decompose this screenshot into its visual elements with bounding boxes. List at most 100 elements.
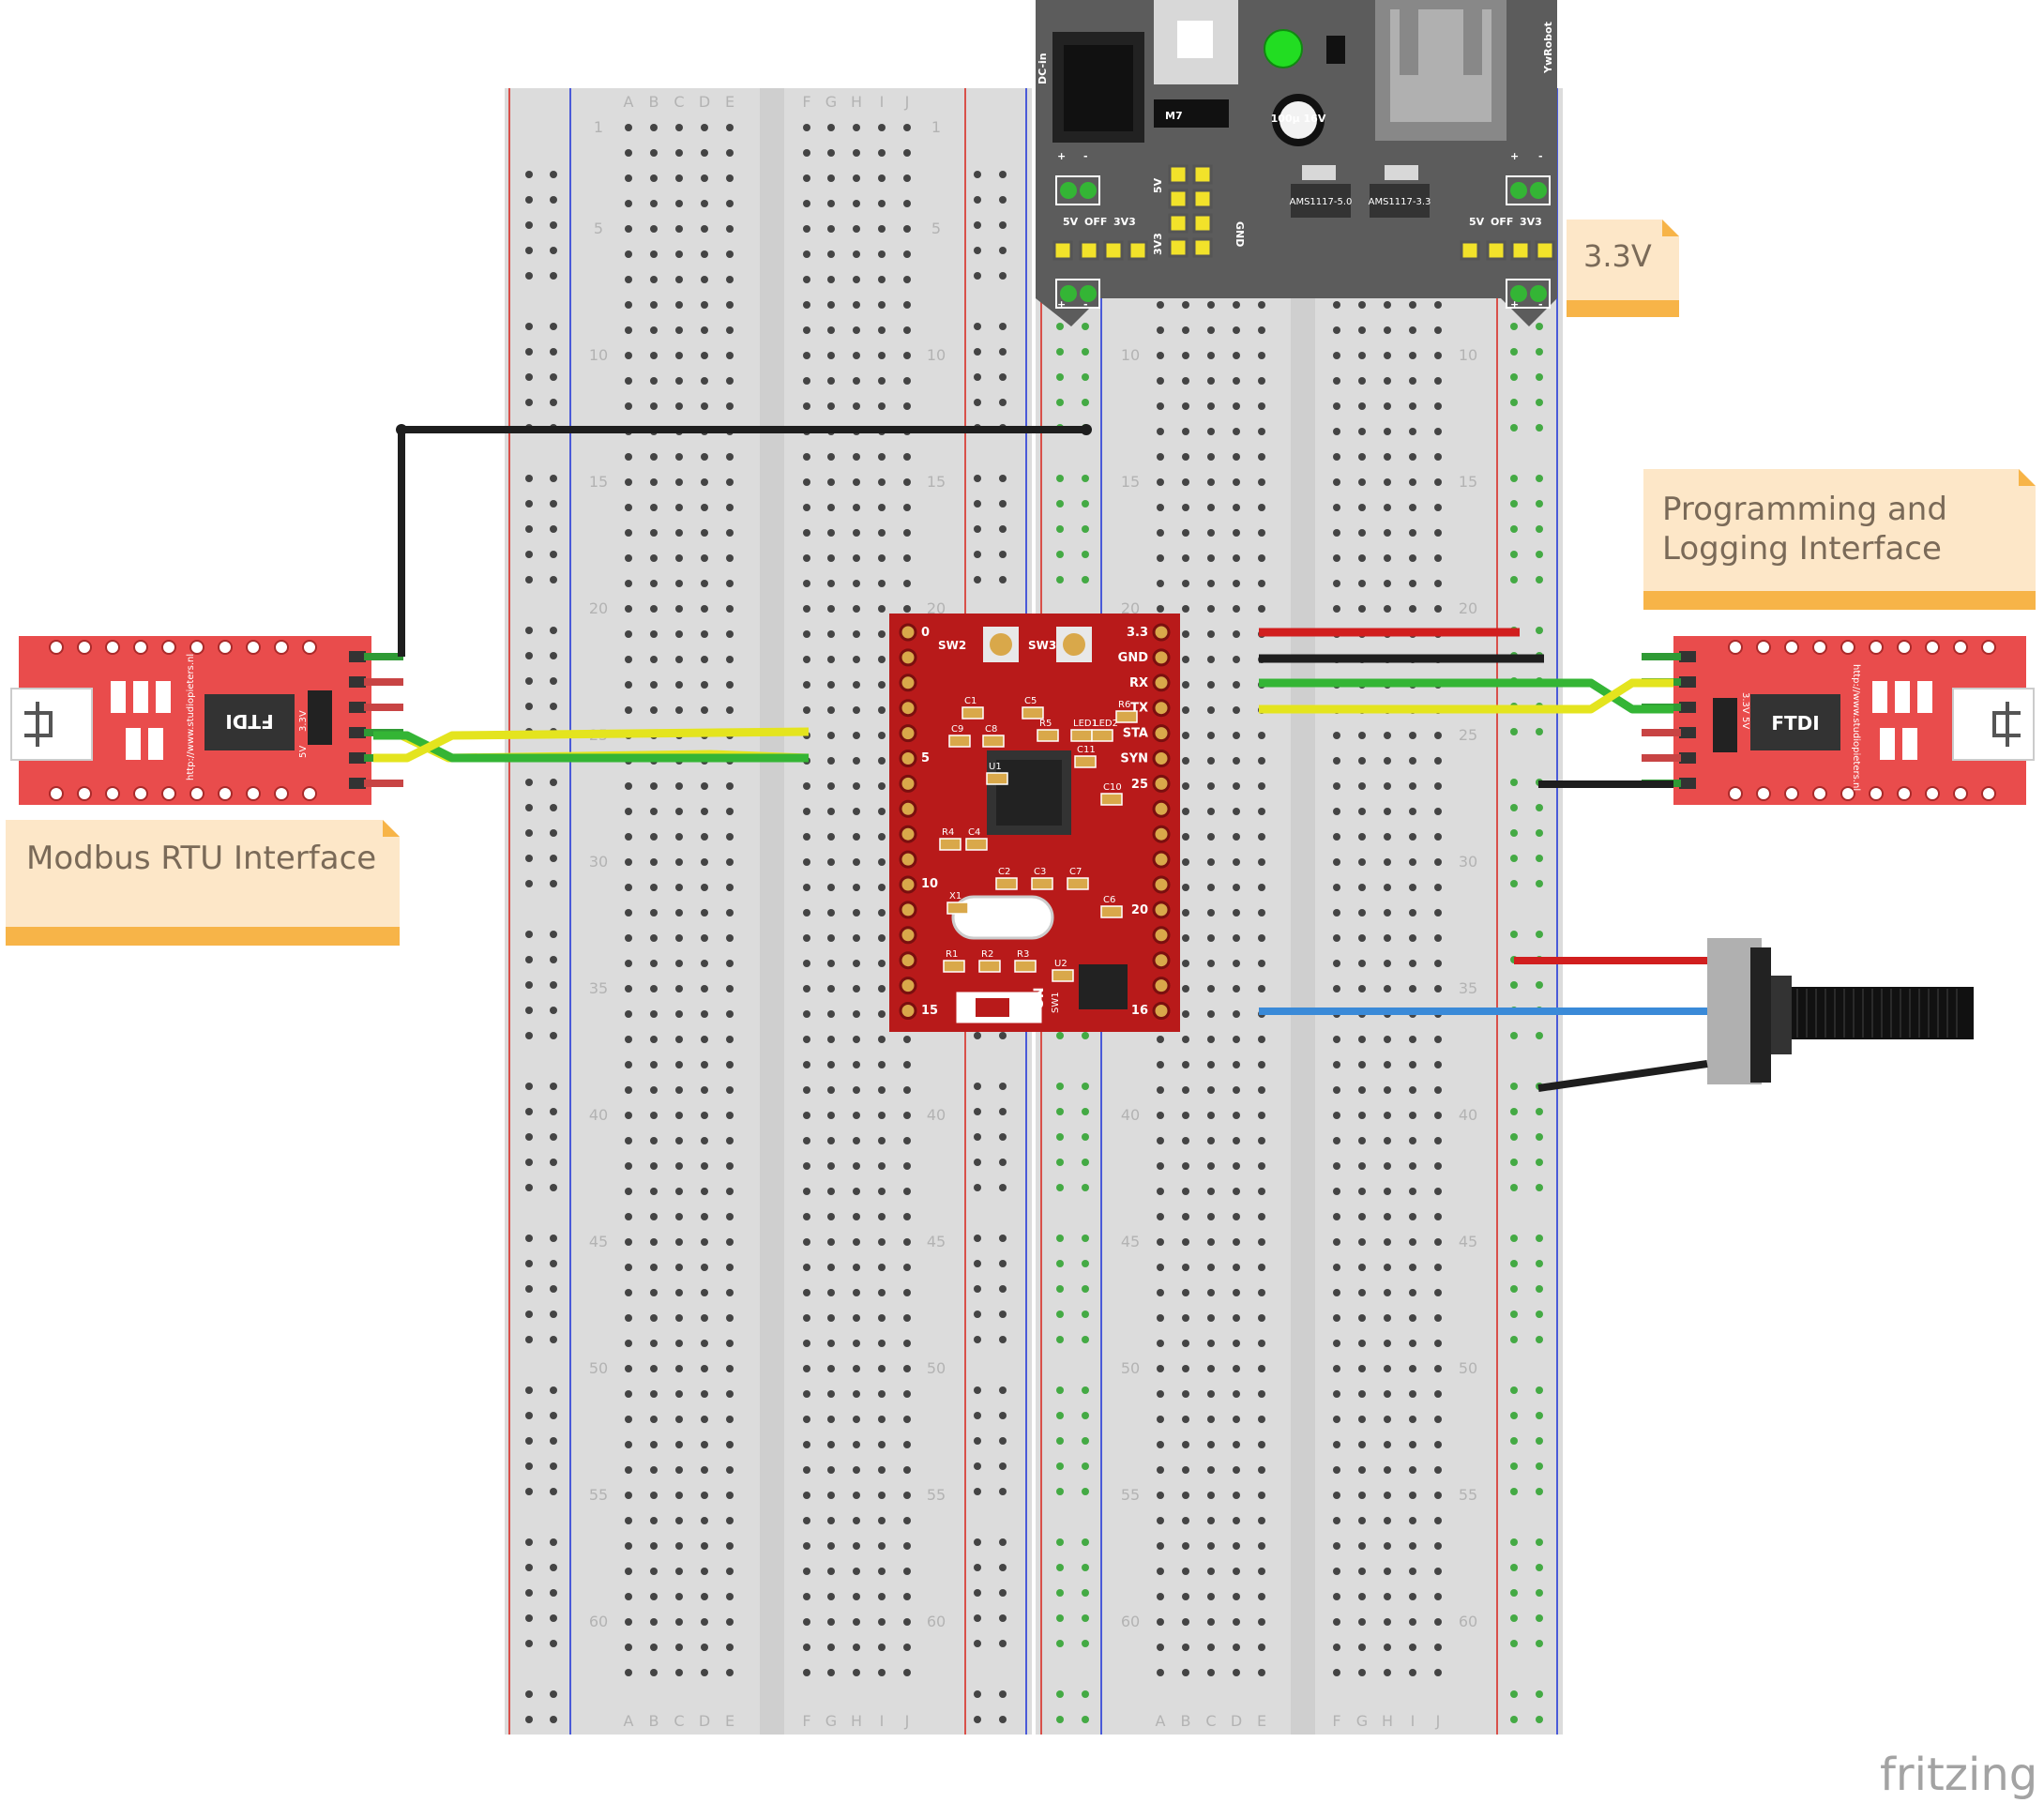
breadboard-hole[interactable] (803, 960, 810, 967)
breadboard-hole[interactable] (1409, 884, 1416, 891)
breadboard-hole[interactable] (1384, 909, 1391, 917)
breadboard-hole[interactable] (650, 1441, 658, 1448)
breadboard-hole[interactable] (803, 782, 810, 790)
breadboard-hole[interactable] (1333, 1644, 1340, 1651)
breadboard-hole[interactable] (625, 605, 632, 613)
breadboard-hole[interactable] (1233, 884, 1240, 891)
breadboard-hole[interactable] (878, 1188, 886, 1195)
breadboard-hole[interactable] (1258, 504, 1265, 511)
breadboard-hole[interactable] (803, 1238, 810, 1246)
breadboard-hole[interactable] (1384, 1568, 1391, 1575)
breadboard-hole[interactable] (1233, 833, 1240, 841)
header-pin[interactable] (1192, 189, 1213, 209)
breadboard-hole[interactable] (1409, 453, 1416, 461)
breadboard-hole[interactable] (1333, 1061, 1340, 1068)
rail-hole[interactable] (1536, 1336, 1543, 1343)
breadboard-hole[interactable] (1358, 1061, 1366, 1068)
breadboard-hole[interactable] (1207, 732, 1215, 739)
breadboard-hole[interactable] (1233, 301, 1240, 309)
breadboard-hole[interactable] (625, 1238, 632, 1246)
breadboard-hole[interactable] (1207, 402, 1215, 410)
breadboard-hole[interactable] (853, 1517, 860, 1524)
rail-hole[interactable] (550, 1032, 557, 1039)
breadboard-hole[interactable] (1358, 732, 1366, 739)
breadboard-hole[interactable] (803, 276, 810, 283)
breadboard-hole[interactable] (827, 1542, 835, 1550)
breadboard-hole[interactable] (701, 1517, 708, 1524)
breadboard-hole[interactable] (726, 1669, 734, 1676)
rail-hole[interactable] (1056, 1640, 1064, 1647)
breadboard-hole[interactable] (726, 1593, 734, 1600)
breadboard-hole[interactable] (853, 1618, 860, 1626)
rail-hole[interactable] (1056, 1032, 1064, 1039)
rail-hole[interactable] (1510, 1386, 1518, 1394)
rail-hole[interactable] (1510, 551, 1518, 558)
breadboard-hole[interactable] (1157, 1416, 1164, 1423)
rail-hole[interactable] (974, 1437, 981, 1445)
breadboard-hole[interactable] (853, 174, 860, 182)
breadboard-hole[interactable] (1409, 782, 1416, 790)
breadboard-hole[interactable] (827, 909, 835, 917)
breadboard-hole[interactable] (853, 960, 860, 967)
breadboard-hole[interactable] (1384, 884, 1391, 891)
breadboard-hole[interactable] (1384, 605, 1391, 613)
rail-hole[interactable] (1056, 399, 1064, 406)
breadboard-hole[interactable] (1207, 352, 1215, 359)
rail-hole[interactable] (1536, 373, 1543, 381)
breadboard-hole[interactable] (1258, 1264, 1265, 1271)
breadboard-hole[interactable] (1182, 782, 1189, 790)
breadboard-hole[interactable] (1207, 1213, 1215, 1220)
rail-hole[interactable] (1056, 1614, 1064, 1622)
breadboard-hole[interactable] (1207, 985, 1215, 992)
breadboard-hole[interactable] (1434, 732, 1442, 739)
breadboard-hole[interactable] (853, 1568, 860, 1575)
breadboard-hole[interactable] (726, 1416, 734, 1423)
rail-hole[interactable] (550, 627, 557, 634)
rail-hole[interactable] (974, 1690, 981, 1698)
breadboard-hole[interactable] (878, 504, 886, 511)
breadboard-hole[interactable] (803, 1466, 810, 1474)
breadboard-hole[interactable] (726, 200, 734, 207)
rail-hole[interactable] (1510, 399, 1518, 406)
breadboard-hole[interactable] (1409, 985, 1416, 992)
breadboard-hole[interactable] (1207, 453, 1215, 461)
breadboard-hole[interactable] (1233, 1213, 1240, 1220)
breadboard-hole[interactable] (1157, 1441, 1164, 1448)
breadboard-hole[interactable] (853, 1492, 860, 1499)
breadboard-hole[interactable] (803, 605, 810, 613)
rail-hole[interactable] (999, 1614, 1007, 1622)
rail-hole[interactable] (1510, 931, 1518, 938)
rail-hole[interactable] (1536, 1564, 1543, 1571)
breadboard-hole[interactable] (1258, 960, 1265, 967)
rail-hole[interactable] (1510, 1108, 1518, 1115)
breadboard-hole[interactable] (726, 1314, 734, 1322)
breadboard-hole[interactable] (625, 782, 632, 790)
breadboard-hole[interactable] (1434, 478, 1442, 486)
rail-hole[interactable] (1536, 525, 1543, 533)
breadboard-hole[interactable] (1358, 757, 1366, 765)
breadboard-hole[interactable] (1207, 504, 1215, 511)
breadboard-hole[interactable] (701, 605, 708, 613)
breadboard-hole[interactable] (1358, 808, 1366, 815)
rail-hole[interactable] (1082, 551, 1089, 558)
breadboard-hole[interactable] (625, 1542, 632, 1550)
breadboard-hole[interactable] (827, 1264, 835, 1271)
breadboard-hole[interactable] (675, 681, 683, 689)
breadboard-hole[interactable] (675, 1542, 683, 1550)
rail-hole[interactable] (999, 1412, 1007, 1419)
breadboard-hole[interactable] (675, 225, 683, 233)
breadboard-hole[interactable] (701, 1314, 708, 1322)
breadboard-hole[interactable] (675, 1238, 683, 1246)
breadboard-hole[interactable] (675, 1568, 683, 1575)
rail-hole[interactable] (1536, 855, 1543, 862)
rail-hole[interactable] (974, 500, 981, 508)
breadboard-hole[interactable] (853, 1036, 860, 1043)
breadboard-hole[interactable] (878, 1542, 886, 1550)
rail-hole[interactable] (1536, 1538, 1543, 1546)
breadboard-hole[interactable] (1233, 706, 1240, 714)
rail-hole[interactable] (1510, 855, 1518, 862)
breadboard-hole[interactable] (1157, 529, 1164, 537)
ftdi-pin[interactable] (364, 678, 403, 686)
breadboard-hole[interactable] (701, 1289, 708, 1296)
breadboard-hole[interactable] (903, 605, 911, 613)
